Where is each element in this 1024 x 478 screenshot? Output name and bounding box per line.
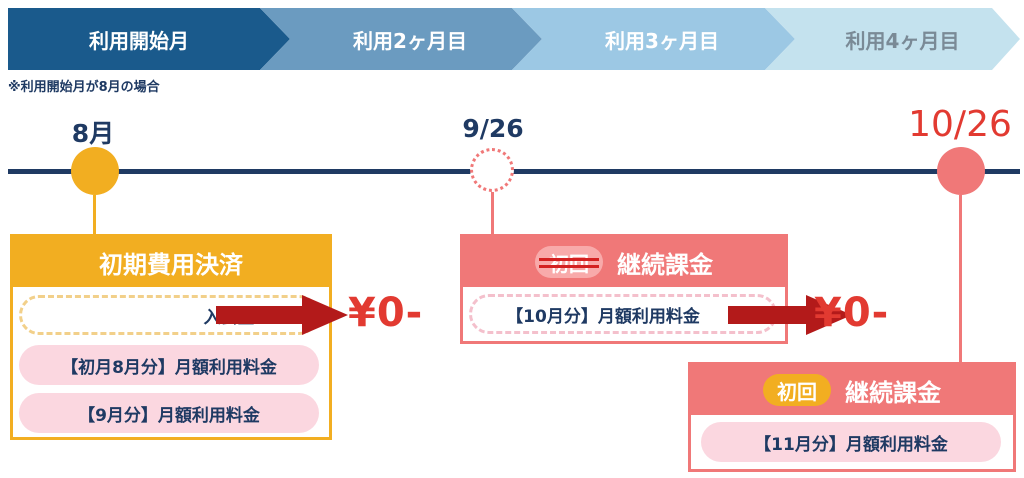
date-label-1026: 10/26 — [908, 104, 1012, 145]
strike-line — [539, 258, 599, 261]
connector-0926 — [491, 192, 494, 236]
first-time-tag-struck: 初回 — [535, 246, 603, 278]
step-chevrons — [8, 8, 1020, 70]
renewal-box-0926: 初回 継続課金 【10月分】月額利用料金 — [460, 234, 788, 344]
date-label-aug: 8月 — [71, 119, 115, 148]
zero-yen-1: ¥0- — [348, 290, 424, 336]
november-fee-pill: 【11月分】月額利用料金 — [701, 422, 1001, 462]
strike-line-2 — [539, 265, 599, 268]
arrow-to-zero-1 — [216, 295, 348, 335]
initial-payment-header: 初期費用決済 — [13, 237, 329, 287]
renewal-header-0926: 初回 継続課金 — [463, 237, 785, 287]
first-time-tag: 初回 — [763, 374, 831, 406]
october-fee-pill: 【10月分】月額利用料金 — [469, 294, 777, 334]
zero-yen-2: ¥0- — [814, 290, 890, 336]
renewal-box-1026: 初回 継続課金 【11月分】月額利用料金 — [688, 362, 1016, 472]
timeline-dot-1026 — [937, 147, 985, 195]
step-1: 利用開始月 — [89, 28, 189, 53]
september-fee-pill: 【9月分】月額利用料金 — [19, 393, 319, 433]
step-2: 利用2ヶ月目 — [353, 28, 467, 53]
condition-note: ※利用開始月が8月の場合 — [8, 80, 160, 95]
timeline-line — [8, 169, 1020, 174]
renewal-header-1026: 初回 継続課金 — [691, 365, 1013, 415]
connector-aug — [93, 195, 96, 237]
step-4: 利用4ヶ月目 — [845, 28, 960, 53]
initial-payment-box: 初期費用決済 入会金 【初月8月分】月額利用料金 【9月分】月額利用料金 — [10, 234, 332, 440]
timeline-dot-aug — [71, 147, 119, 195]
connector-1026 — [959, 195, 962, 363]
step-3: 利用3ヶ月目 — [605, 28, 719, 53]
date-label-0926: 9/26 — [462, 114, 524, 143]
first-month-fee-pill: 【初月8月分】月額利用料金 — [19, 345, 319, 385]
arrow-to-zero-2 — [728, 295, 852, 335]
timeline-dot-0926 — [470, 148, 514, 192]
